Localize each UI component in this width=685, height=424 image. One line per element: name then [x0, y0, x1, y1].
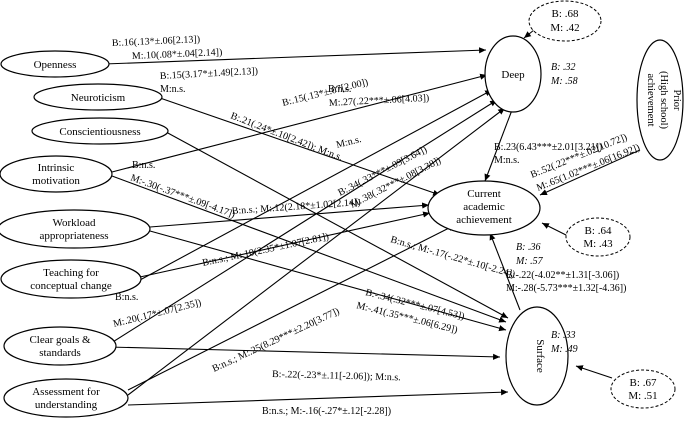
- residual-current-m: M: .43: [583, 238, 613, 250]
- edge-workload-surface: [149, 230, 507, 332]
- residual-surface-b: B: .67: [630, 377, 657, 389]
- residual-surface: B: .67 M: .51: [610, 369, 676, 409]
- node-assessment: Assessment for understanding: [3, 378, 129, 418]
- node-intrinsic-label-1: Intrinsic: [38, 162, 75, 174]
- node-current-label-2: academic: [463, 201, 505, 213]
- residual-current-b: B: .64: [585, 225, 612, 237]
- residual-surface-m: M: .51: [628, 390, 657, 402]
- label-neuro-2: M:n.s.: [160, 84, 186, 95]
- label-openness-deep-2: M:.10(.08*±.04[2.14]): [132, 47, 223, 62]
- node-clear-label-2: standards: [39, 347, 81, 359]
- node-clear-label-1: Clear goals &: [29, 334, 91, 346]
- edge-teaching-deep: [139, 89, 493, 281]
- node-clear-goals: Clear goals & standards: [3, 326, 117, 366]
- edge-neuroticism-current: [159, 97, 441, 196]
- label-assess-surf: B:n.s.; M:-.16(-.27*±.12[-2.28]): [262, 406, 391, 417]
- node-teaching-label-1: Teaching for: [43, 267, 99, 279]
- edge-assessment-current: [127, 224, 456, 391]
- edge-res-deep: [523, 29, 535, 39]
- residual-deep: B: .68 M: .42: [528, 0, 602, 42]
- residual-current: B: .64 M: .43: [565, 217, 631, 257]
- edge-surface-current: [489, 232, 521, 311]
- node-neuroticism: Neuroticism: [33, 83, 163, 111]
- node-prior-achievement: Prior (High school) achievement: [636, 39, 684, 161]
- edge-prior-current: [539, 149, 641, 196]
- label-deep-27: M:.27(.22***±.06[4.03]): [329, 93, 430, 109]
- r2-current-m: M: .57: [515, 256, 544, 267]
- node-prior-label-2: (High school): [658, 71, 669, 130]
- edge-res-current: [541, 222, 569, 237]
- node-current-label-1: Current: [467, 188, 501, 200]
- label-deep-ns-b: B:n.s.: [328, 84, 351, 95]
- label-m17: B:n.s.; M:-.17(-.22*±.10[-2.24]): [389, 234, 516, 280]
- node-prior-label-3: achievement: [645, 73, 656, 126]
- node-teaching-label-2: conceptual change: [30, 280, 112, 292]
- label-intrinsic-bns: B:n.s.: [132, 160, 155, 171]
- node-surface: Surface: [505, 306, 569, 406]
- node-intrinsic-motivation: Intrinsic motivation: [0, 155, 113, 193]
- label-surf-cur-1: B:-.22(-4.02**±1.31[-3.06]): [506, 270, 619, 281]
- node-conscientiousness-label: Conscientiousness: [59, 126, 140, 138]
- node-workload-label-2: appropriateness: [39, 230, 108, 242]
- residual-deep-m: M: .42: [550, 22, 579, 34]
- node-surface-label: Surface: [534, 339, 546, 373]
- label-clear-surf: B:-.22(-.23*±.11[-2.06]); M:n.s.: [272, 369, 401, 383]
- node-deep-label: Deep: [501, 69, 525, 81]
- node-current-achievement: Current academic achievement: [427, 180, 541, 236]
- label-deep-cur-1: B:.23(6.43***±2.01[3.21]): [494, 142, 602, 153]
- label-openness-deep-1: B:.16(.13*±.06[2.13]): [112, 34, 201, 49]
- label-workload-cur: B:n.s.; M:.12(2.18*±1.02[2.14]): [231, 197, 361, 217]
- label-clear-bns: B:n.s.: [115, 292, 138, 303]
- edges: [103, 29, 641, 406]
- r2-current-b: B: .36: [516, 242, 540, 253]
- node-deep: Deep: [484, 35, 542, 113]
- node-conscientiousness: Conscientiousness: [31, 117, 169, 145]
- node-assessment-label-1: Assessment for: [32, 386, 100, 398]
- node-workload: Workload appropriateness: [0, 209, 151, 249]
- residual-deep-b: B: .68: [552, 8, 579, 20]
- node-teaching: Teaching for conceptual change: [0, 259, 142, 299]
- node-assessment-label-2: understanding: [35, 399, 98, 411]
- edge-deep-current: [484, 109, 513, 182]
- node-workload-label-1: Workload: [52, 217, 96, 229]
- label-deep-cur-2: M:n.s.: [494, 155, 520, 166]
- edge-res-surface: [575, 365, 613, 379]
- edge-intrinsic-deep: [111, 73, 488, 173]
- edge-workload-current: [149, 202, 430, 228]
- edge-intrinsic-surface: [111, 175, 507, 323]
- label-neuro-1: B:.15(3.17*±1.49[2.13]): [160, 66, 259, 82]
- node-prior-label-1: Prior: [671, 90, 682, 112]
- label-mns-1: M:n.s.: [335, 134, 362, 151]
- label-surf-cur-2: M:-.28(-5.73***±1.32[-4.36]): [506, 283, 626, 294]
- node-openness: Openness: [0, 50, 110, 78]
- node-neuroticism-label: Neuroticism: [71, 92, 126, 104]
- edge-assessment-surface: [127, 389, 509, 406]
- node-current-label-3: achievement: [456, 214, 512, 226]
- edge-teaching-current: [139, 211, 431, 278]
- edge-clear-deep: [107, 99, 498, 346]
- r2-deep-b: B: .32: [551, 62, 575, 73]
- r2-surface-m: M: .49: [550, 344, 578, 355]
- r2-surface-b: B: .33: [551, 330, 575, 341]
- edge-clear-surface: [107, 346, 501, 360]
- edge-openness-deep: [103, 47, 487, 65]
- node-openness-label: Openness: [34, 59, 77, 71]
- node-intrinsic-label-2: motivation: [32, 175, 80, 187]
- edge-conscientiousness-surface: [165, 131, 509, 319]
- label-intrinsic-m: M:-.30(-.37***±.09[-4.17]): [129, 172, 237, 220]
- r2-deep-m: M: .58: [550, 76, 578, 87]
- label-b25: B:n.s.; M:.25(8.29***±2.20[3.77]): [211, 306, 342, 375]
